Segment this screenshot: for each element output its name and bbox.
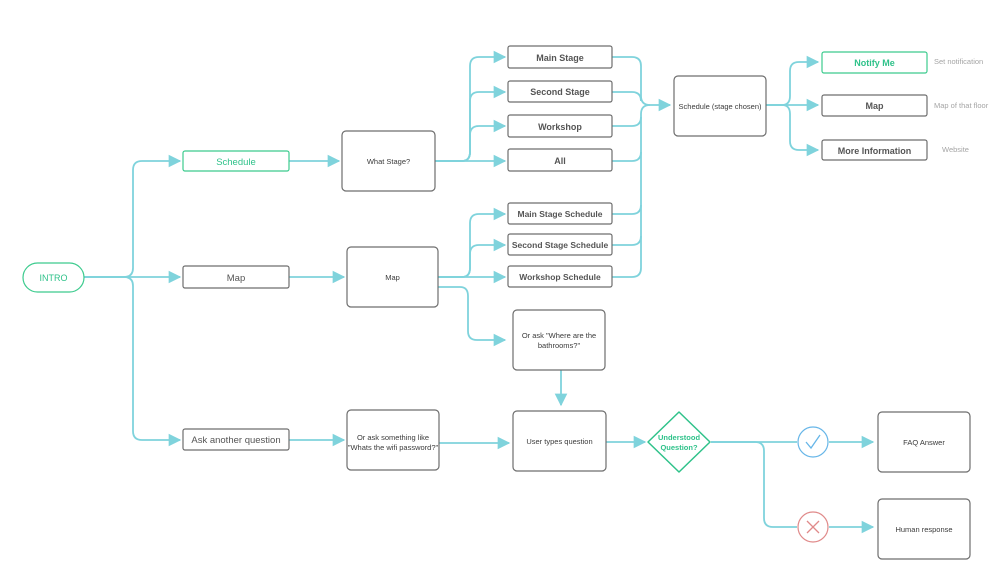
second-stage-button[interactable]: Second Stage <box>507 80 613 103</box>
map-result-label: Map <box>866 101 885 111</box>
intro-label: INTRO <box>40 273 68 283</box>
second-stage-label: Second Stage <box>530 87 590 97</box>
what-stage-screen: What Stage? <box>341 130 436 192</box>
bathrooms-screen: Or ask "Where are the bathrooms?" <box>512 309 606 371</box>
set-notification-note: Set notification <box>934 57 983 66</box>
workshop-label: Workshop <box>538 122 582 132</box>
map-result-button[interactable]: Map <box>821 94 928 117</box>
main-stage-schedule-button[interactable]: Main Stage Schedule <box>507 202 613 225</box>
ask-question-option-label: Ask another question <box>191 435 280 446</box>
map-of-floor-note: Map of that floor <box>934 101 989 110</box>
map-screen: Map <box>346 246 439 308</box>
ask-prompt-screen: Or ask something like "Whats the wifi pa… <box>346 409 440 471</box>
ask-prompt-line2: "Whats the wifi password?" <box>348 443 439 452</box>
ask-prompt-line1: Or ask something like <box>357 433 429 442</box>
edge-intro-schedule <box>84 154 182 278</box>
edge-second-schedulechosen <box>612 91 642 102</box>
main-stage-schedule-label: Main Stage Schedule <box>517 209 602 219</box>
edge-map-secondschedule <box>438 238 507 278</box>
schedule-stage-chosen-screen: Schedule (stage chosen) <box>673 75 767 137</box>
ask-question-option-button[interactable]: Ask another question <box>182 428 290 451</box>
all-label: All <box>554 156 566 166</box>
understood-line1: Understood <box>658 433 701 442</box>
main-stage-button[interactable]: Main Stage <box>507 45 613 69</box>
second-stage-schedule-label: Second Stage Schedule <box>512 240 609 250</box>
more-information-label: More Information <box>838 146 912 156</box>
check-icon <box>797 426 829 458</box>
edge-all-schedulechosen <box>612 104 651 162</box>
schedule-stage-chosen-label: Schedule (stage chosen) <box>679 102 762 111</box>
edge-understood-no <box>711 441 797 528</box>
map-option-label: Map <box>227 273 245 284</box>
all-button[interactable]: All <box>507 148 613 172</box>
more-information-button[interactable]: More Information <box>821 139 928 161</box>
edge-schedulechosen-moreinfo <box>766 104 820 157</box>
user-types-question-screen: User types question <box>512 410 607 472</box>
notify-me-label: Notify Me <box>854 58 895 68</box>
faq-answer-label: FAQ Answer <box>903 438 945 447</box>
schedule-option-button[interactable]: Schedule <box>182 150 290 172</box>
bathrooms-line1: Or ask "Where are the <box>522 331 596 340</box>
edge-whatstage-workshop <box>435 119 507 162</box>
map-option-button[interactable]: Map <box>182 265 290 289</box>
human-response-label: Human response <box>895 525 952 534</box>
map-screen-label: Map <box>385 273 400 282</box>
understood-line2: Question? <box>660 443 698 452</box>
understood-question-decision: Understood Question? <box>647 411 711 473</box>
main-stage-label: Main Stage <box>536 53 584 63</box>
user-types-question-label: User types question <box>526 437 592 446</box>
workshop-button[interactable]: Workshop <box>507 114 613 138</box>
second-stage-schedule-button[interactable]: Second Stage Schedule <box>507 233 613 256</box>
schedule-option-label: Schedule <box>216 157 256 168</box>
notify-me-button[interactable]: Notify Me <box>821 51 928 74</box>
human-response-screen: Human response <box>877 498 971 560</box>
edge-workshopsched-schedulechosen <box>612 236 642 278</box>
intro-node[interactable]: INTRO <box>22 262 85 293</box>
edge-map-bathrooms <box>438 286 507 347</box>
faq-answer-screen: FAQ Answer <box>877 411 971 473</box>
edge-workshop-schedulechosen <box>612 116 642 127</box>
edge-main-schedulechosen <box>612 56 672 112</box>
edge-secondsched-schedulechosen <box>612 205 642 246</box>
cross-icon <box>797 511 829 543</box>
edge-intro-ask <box>84 276 182 447</box>
workshop-schedule-button[interactable]: Workshop Schedule <box>507 265 613 288</box>
workshop-schedule-label: Workshop Schedule <box>519 272 601 282</box>
bathrooms-line2: bathrooms?" <box>538 341 581 350</box>
what-stage-label: What Stage? <box>367 157 410 166</box>
edge-schedulechosen-notify <box>766 55 820 106</box>
website-note: Website <box>942 145 969 154</box>
edges <box>84 50 875 534</box>
